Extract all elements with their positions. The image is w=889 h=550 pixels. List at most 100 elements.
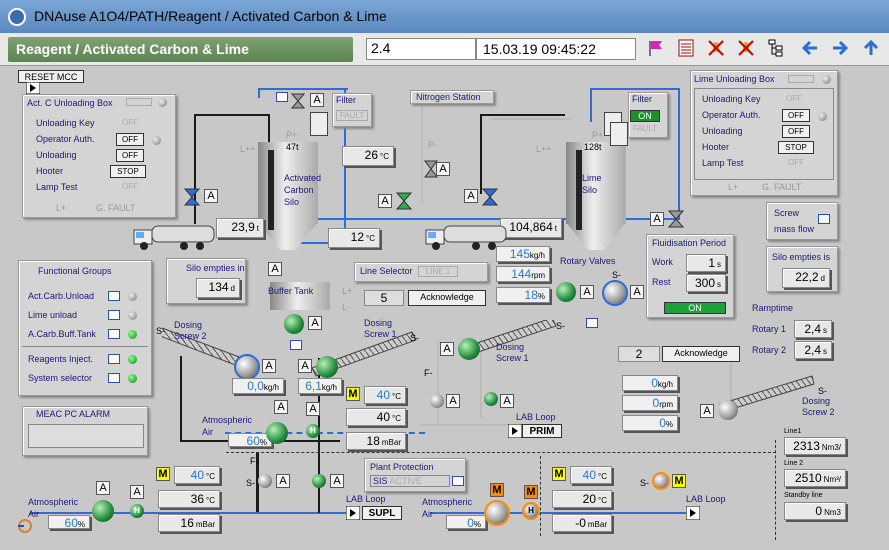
ack2-value[interactable]: 2 [618,346,660,362]
path-input[interactable]: 2.4 [366,38,476,60]
acknowledge-button[interactable]: Acknowledge [662,346,740,362]
silo-capacity: 47t [286,142,299,152]
group-item-label[interactable]: A.Carb.Buff.Tank [28,329,96,339]
valve-icon[interactable] [424,160,438,178]
manual-mode-indicator: M [156,467,170,481]
faceplate-icon[interactable] [818,214,830,224]
flow-valve[interactable] [312,474,326,488]
unit: °C [206,496,215,505]
faceplate-icon[interactable] [276,92,288,102]
play-icon[interactable] [346,506,360,520]
dosing-motor[interactable] [234,354,260,380]
valve-blue-icon[interactable] [184,188,200,206]
heater[interactable]: H [130,504,144,518]
flag-icon[interactable] [646,38,666,58]
blower[interactable] [92,500,114,522]
arrow-right-icon[interactable] [830,38,850,58]
dosing-motor[interactable] [316,356,338,378]
blower[interactable] [266,422,288,444]
dosing-screw-label: Dosing Screw 1 [364,318,397,339]
faceplate-icon[interactable] [586,318,598,328]
play-icon[interactable] [686,506,700,520]
panel-title: Lime Unloading Box [694,74,775,84]
air-mid-setpoint[interactable]: 40°C [364,386,406,404]
group-item-label[interactable]: Act.Carb.Unload [28,291,95,301]
operator-auth-button[interactable]: OFF [782,109,810,122]
valve-open-icon[interactable] [396,192,412,210]
faceplate-icon[interactable] [452,476,464,486]
hooter-stop-button[interactable]: STOP [778,141,814,154]
valve-icon[interactable] [668,210,684,228]
tree-icon[interactable] [766,38,786,58]
rotary-valve-ball[interactable] [556,282,576,302]
flow-valve[interactable] [430,394,444,408]
l-minus-label: L- [342,302,351,312]
faceplate-icon[interactable] [108,354,120,364]
supl-button[interactable]: SUPL [362,506,402,520]
flow-valve[interactable] [484,392,498,406]
lab-loop-label: LAB Loop [516,412,556,422]
dosing1-flow: 6,1kg/h [298,378,342,394]
buffer-tank[interactable] [270,282,330,310]
status-led [128,292,137,301]
faceplate-icon[interactable] [108,373,120,383]
operator-auth-button[interactable]: OFF [116,133,144,146]
faceplate-icon[interactable] [108,310,120,320]
reset-mcc-button[interactable]: RESET MCC [18,70,84,83]
hooter-stop-button[interactable]: STOP [110,165,146,178]
pipe [194,114,196,224]
group-item-label[interactable]: System selector [28,373,93,383]
screw-mass-flow-label: mass flow [774,224,815,234]
unit: °C [366,234,375,243]
unloading-button[interactable]: OFF [116,149,144,162]
arrow-left-icon[interactable] [800,38,820,58]
group-item-label[interactable]: Lime unload [28,310,78,320]
atmospheric-air-label: Atmospheric Air [28,497,79,519]
fluidisation-on-button[interactable]: ON [664,302,726,314]
air-right-setpoint[interactable]: 40°C [570,466,612,484]
nitrogen-station-label: Nitrogen Station [416,92,481,102]
rotary-valve-ball[interactable] [602,280,628,306]
play-icon[interactable] [26,82,40,94]
unloading-button[interactable]: OFF [782,125,810,138]
sis-field: SIS ACTIVE [370,475,450,487]
flow-valve[interactable] [258,474,272,488]
valve-icon[interactable] [290,92,306,110]
auto-mode-indicator: A [262,359,276,373]
play-icon[interactable] [508,424,522,438]
rotary-valve-ball[interactable] [284,314,304,334]
acknowledge-button[interactable]: Acknowledge [408,290,486,306]
blower[interactable] [484,500,510,526]
auto-mode-indicator: A [446,394,460,408]
arrow-up-icon[interactable] [861,38,881,58]
filter-title: Filter [632,94,652,104]
alarm-mute-icon[interactable] [706,38,726,58]
value-badge: OFF [122,182,138,191]
value: 16 [180,516,194,530]
unit: t [554,224,557,233]
line-selector-value[interactable]: 5 [364,290,404,306]
dosing-motor[interactable] [458,338,480,360]
heater[interactable]: H [522,502,540,520]
prim-button[interactable]: PRIM [522,424,562,438]
value-badge: OFF [786,94,802,103]
valve-blue-icon[interactable] [482,188,498,206]
dashed-line [540,456,541,536]
faceplate-icon[interactable] [108,329,120,339]
flow-valve[interactable] [652,472,670,490]
silo-label: Lime Silo [582,173,602,195]
alarm-ack-icon[interactable] [736,38,756,58]
list-icon[interactable] [676,38,696,58]
air-left-setpoint[interactable]: 40°C [174,466,220,484]
dosing-motor[interactable] [718,400,738,420]
faceplate-icon[interactable] [108,291,120,301]
group-item-label[interactable]: Reagents Inject. [28,354,94,364]
heater[interactable]: H [306,424,320,438]
fan-icon[interactable] [16,518,34,534]
faceplate-icon[interactable] [290,340,302,350]
